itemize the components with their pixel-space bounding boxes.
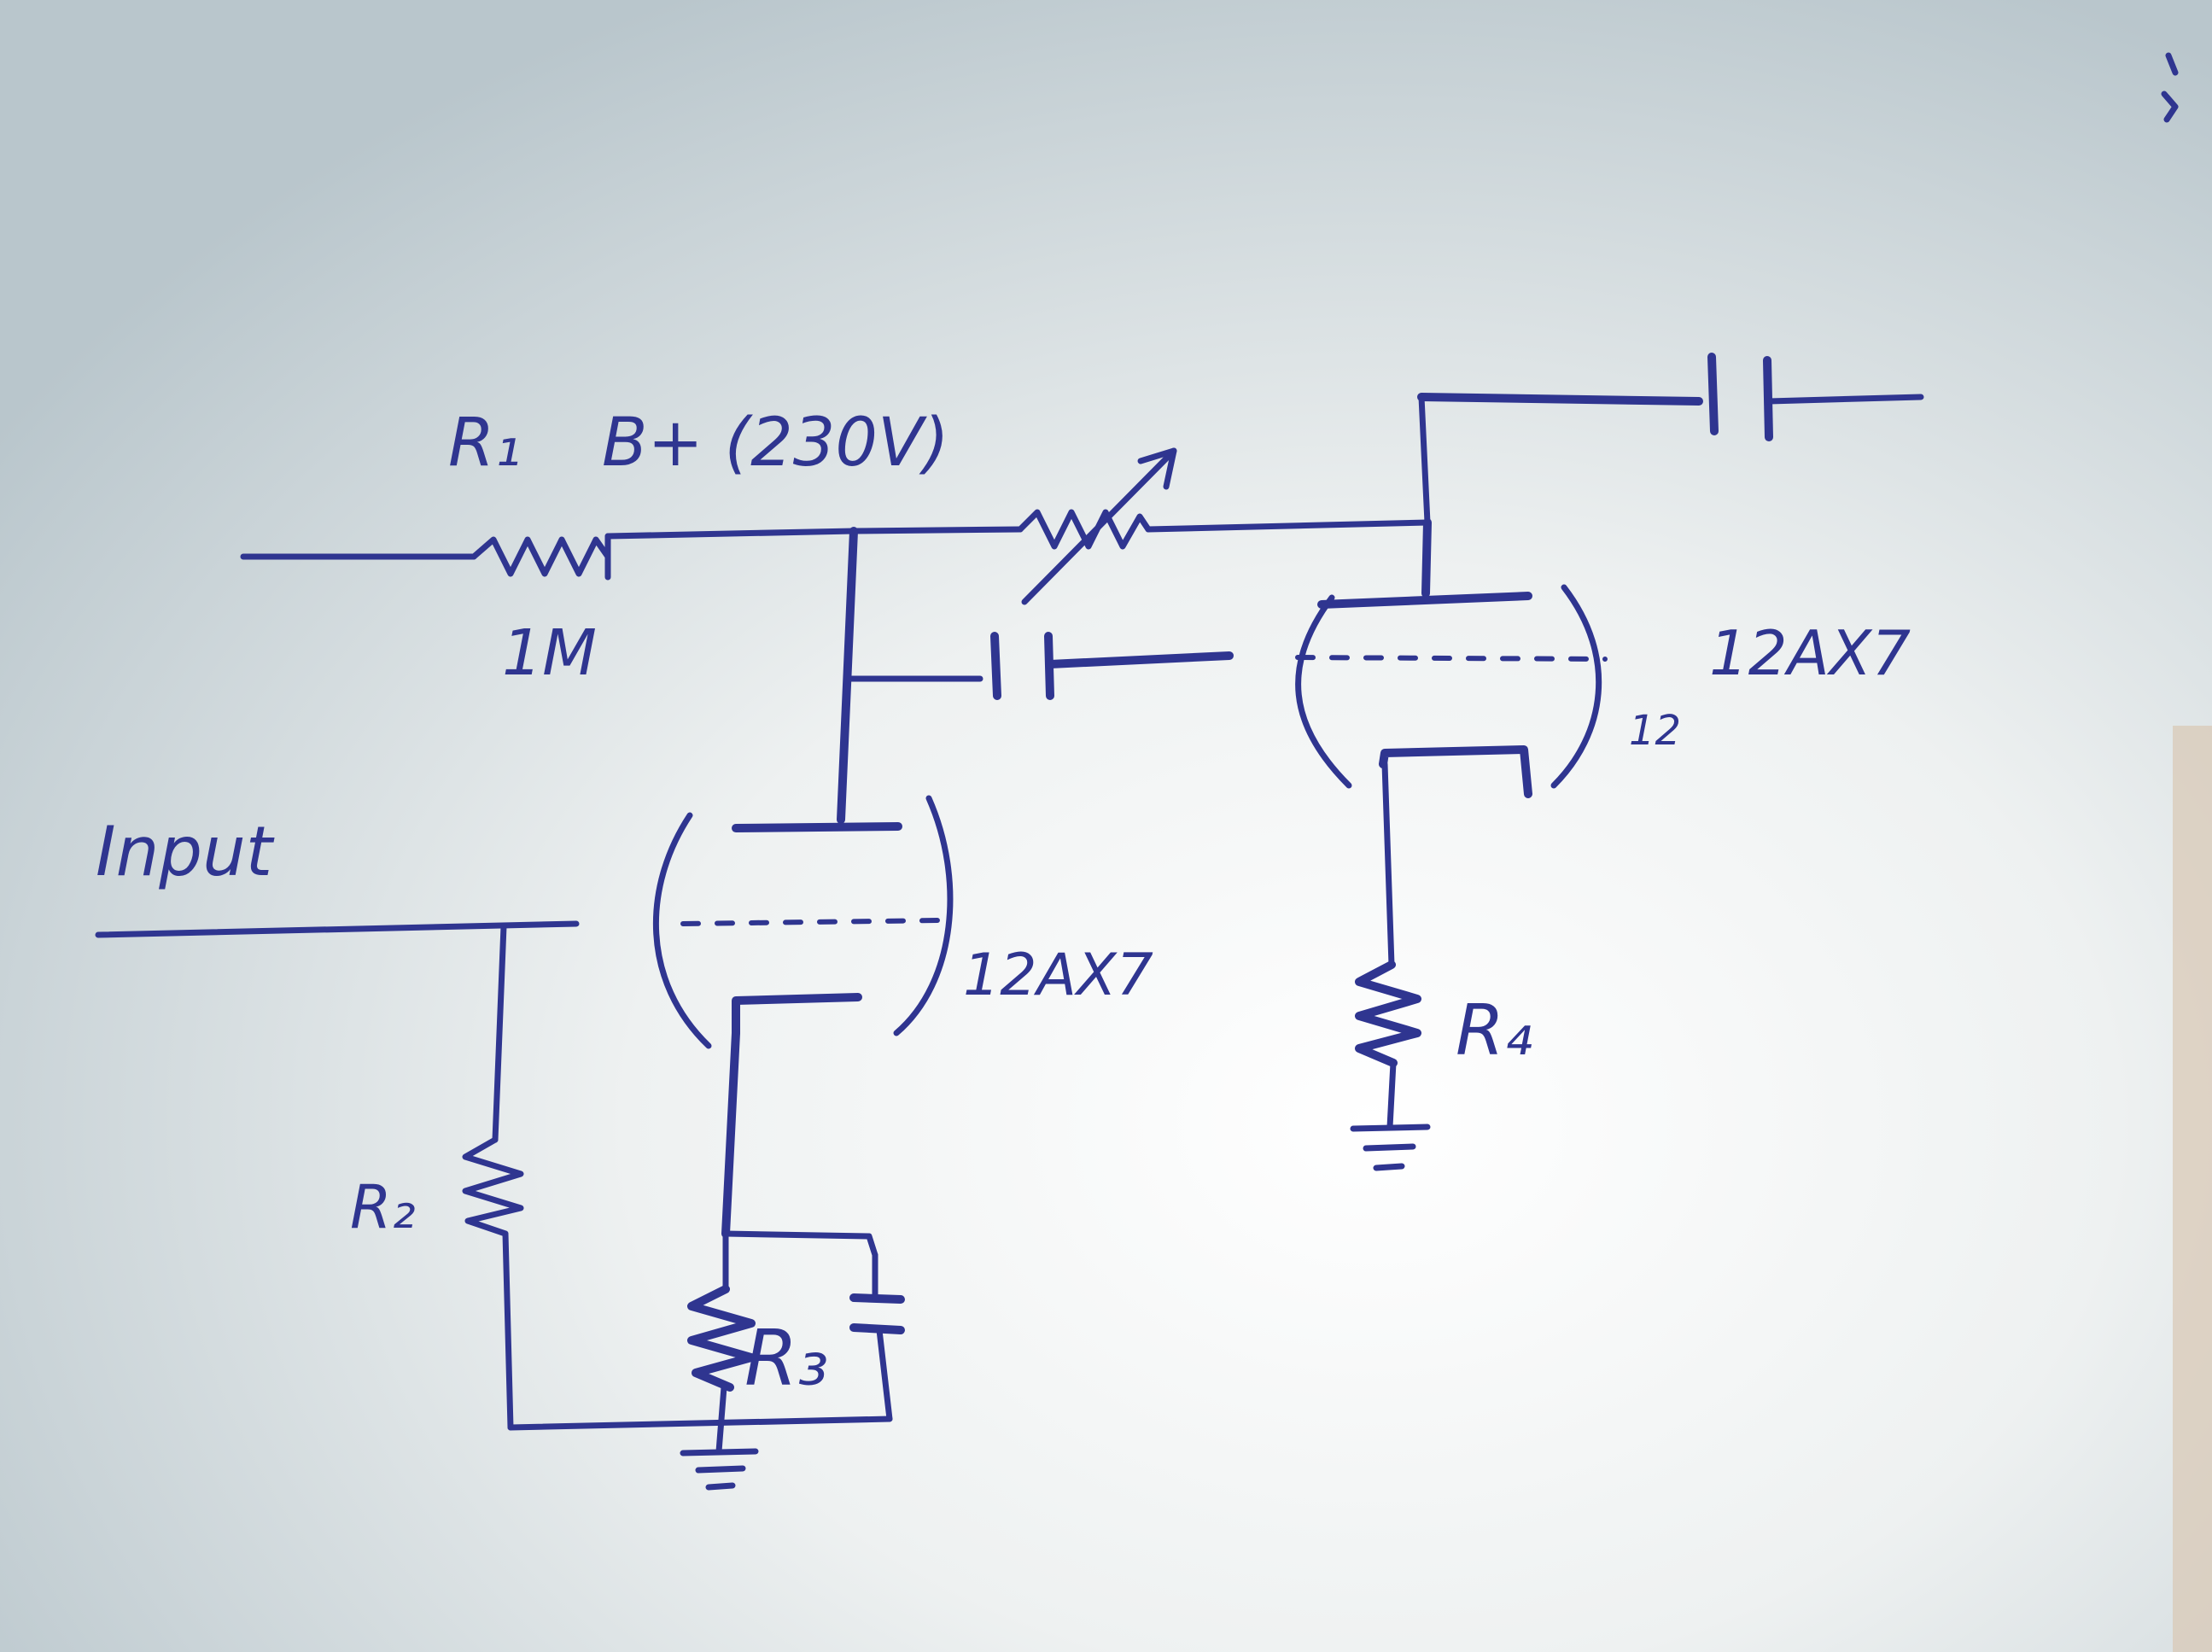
variable-resistor-arrow xyxy=(1021,447,1177,605)
tube1-plate-wire xyxy=(837,527,858,824)
label-b-plus: B+ (230V) xyxy=(602,405,949,482)
resistor-r1 xyxy=(470,536,611,577)
label-tube1-type: 12AX7 xyxy=(963,942,1153,1009)
tube2-plate-wire xyxy=(1421,518,1432,598)
label-r1-value: 1M xyxy=(502,616,597,690)
coupling-capacitor xyxy=(846,632,1234,700)
label-r3: R₃ xyxy=(744,1314,829,1404)
tube1-envelope-left xyxy=(652,812,712,1049)
variable-resistor-arrowhead xyxy=(1137,447,1177,490)
label-r2: R₂ xyxy=(350,1172,416,1242)
label-r1: R₁ xyxy=(448,405,521,482)
tube1-plate xyxy=(732,822,902,832)
tube1 xyxy=(652,795,954,1049)
ground-1 xyxy=(680,1448,759,1491)
tube2-envelope-right xyxy=(1550,584,1602,789)
tube1-grid xyxy=(680,918,943,926)
tube1-cathode xyxy=(732,993,862,1037)
b-plus-rail xyxy=(240,447,1431,605)
cathode-network-1 xyxy=(680,1029,905,1491)
tube2-cathode xyxy=(1379,745,1532,798)
label-input: Input xyxy=(96,812,275,891)
tube2-envelope-left xyxy=(1295,594,1352,789)
resistor-r3 xyxy=(687,1285,756,1392)
resistor-r2 xyxy=(462,1136,524,1237)
tube1-envelope-right xyxy=(893,795,954,1036)
resistor-r4 xyxy=(1355,960,1421,1067)
input-circuit xyxy=(95,920,893,1431)
output-capacitor xyxy=(1417,353,1924,526)
paper-edge-strip xyxy=(2173,726,2212,1652)
cathode-network-2 xyxy=(1350,761,1431,1171)
label-tube2-pin: 12 xyxy=(1629,707,1681,755)
label-tube2-type: 12AX7 xyxy=(1709,617,1911,689)
tube2-plate xyxy=(1317,592,1532,609)
ground-2 xyxy=(1350,1124,1431,1171)
tube2-grid xyxy=(1295,655,1608,662)
label-r4: R₄ xyxy=(1456,990,1532,1071)
edge-mark xyxy=(2161,52,2179,123)
variable-resistor xyxy=(1017,509,1152,550)
tube2 xyxy=(1295,518,1608,798)
